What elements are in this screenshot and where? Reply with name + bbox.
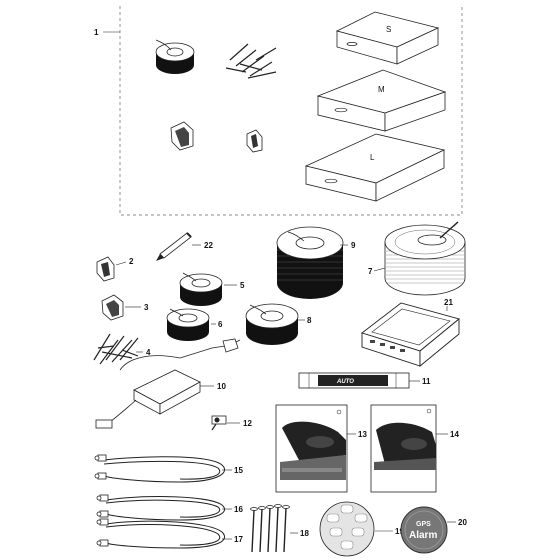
connector: 2: [96, 256, 134, 282]
alarm-logo-line1: GPS: [416, 521, 431, 528]
callout-8: 8: [307, 316, 312, 325]
storage-case: 21: [361, 298, 460, 367]
callout-15: 15: [234, 466, 243, 475]
callout-13: 13: [358, 430, 367, 439]
coupler: 3: [101, 294, 149, 321]
low-voltage-cable-17: 17: [96, 518, 243, 549]
sticker: 19: [319, 501, 404, 557]
power-supply: 10: [95, 338, 241, 429]
kit-box-small: S: [335, 11, 440, 65]
low-voltage-cable-16: 16: [96, 494, 243, 521]
box-small-label: S: [386, 25, 391, 34]
kit-connector: [246, 129, 263, 153]
alarm-sticker: GPS Alarm 20: [400, 506, 467, 554]
callout-18: 18: [300, 529, 309, 538]
quick-guide: 14: [370, 404, 459, 493]
callout-17: 17: [234, 535, 243, 544]
callout-9: 9: [351, 241, 356, 250]
screw-clip: 12: [211, 415, 252, 431]
callout-21: 21: [444, 298, 453, 307]
wire-coil-6: 6: [166, 308, 223, 341]
callout-19: 19: [395, 527, 404, 536]
callout-2: 2: [129, 257, 134, 266]
alarm-logo-line2: Alarm: [409, 530, 437, 541]
callout-14: 14: [450, 430, 459, 439]
kit-coupler: [170, 121, 194, 151]
callout-12: 12: [243, 419, 252, 428]
callout-20: 20: [458, 518, 467, 527]
callout-5: 5: [240, 281, 245, 290]
kit-group: 1: [94, 6, 463, 216]
callout-11: 11: [422, 377, 431, 386]
wire-coil-5: 5: [179, 272, 245, 306]
callout-1: 1: [94, 28, 99, 37]
measuring-gauge: AUTO 11: [298, 372, 431, 389]
pen: 22: [156, 232, 213, 261]
kit-dashed-outline: [119, 6, 463, 216]
box-medium-label: M: [378, 85, 385, 94]
kit-pegs: [225, 43, 277, 79]
box-large-label: L: [370, 153, 375, 162]
operator-manual: 13: [275, 404, 367, 493]
kit-wire-coil: [155, 39, 195, 74]
wire-coil-8: 8: [245, 303, 312, 345]
low-voltage-cable-15: 15: [94, 454, 243, 483]
wire-coil-9: 9: [276, 226, 356, 299]
wire-spool-7: 7: [368, 221, 466, 296]
callout-22: 22: [204, 241, 213, 250]
pegs: 4: [93, 333, 151, 365]
kit-box-medium: M: [316, 69, 447, 132]
callout-16: 16: [234, 505, 243, 514]
callout-6: 6: [218, 320, 223, 329]
callout-7: 7: [368, 267, 373, 276]
kit-box-large: L: [304, 133, 446, 202]
callout-4: 4: [146, 348, 151, 357]
callout-3: 3: [144, 303, 149, 312]
gauge-text: AUTO: [336, 379, 354, 385]
screws: 18: [250, 504, 309, 553]
callout-10: 10: [217, 382, 226, 391]
